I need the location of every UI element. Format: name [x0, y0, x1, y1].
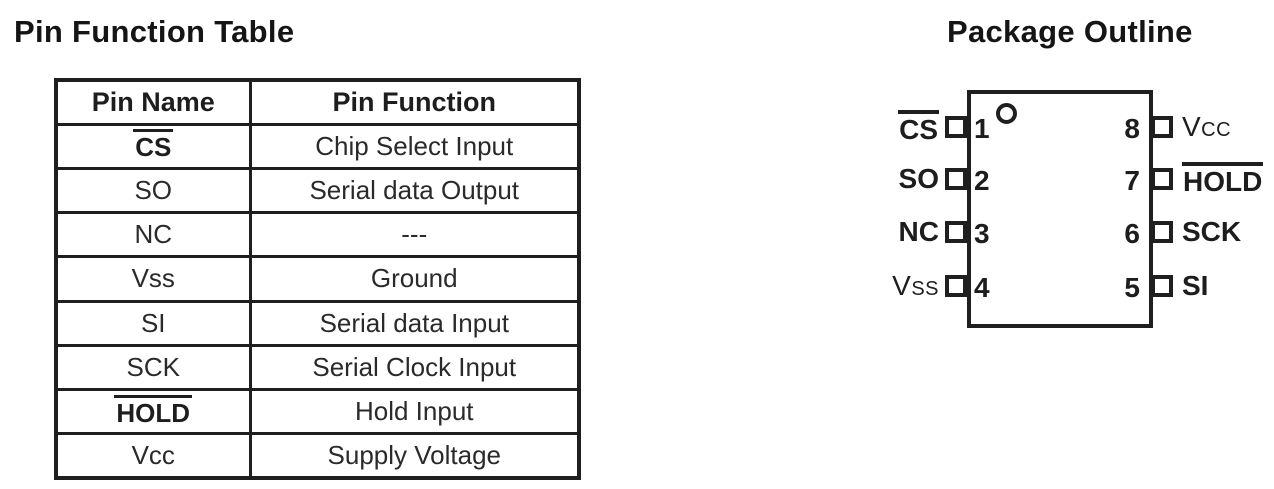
pin8-number: 8 [1124, 113, 1140, 144]
pin-function-cell: Supply Voltage [248, 432, 581, 480]
package-outline-title: Package Outline [947, 14, 1193, 49]
pin-label-vcc: Vcc [1182, 111, 1232, 142]
pin6-number: 6 [1124, 218, 1140, 249]
pin-name: CS [133, 129, 174, 161]
pin-label-sck: SCK [1182, 216, 1242, 247]
table-row-si: SI Serial data Input [54, 299, 581, 347]
pin6-label-wrap: SCK [1182, 215, 1274, 249]
pin-name-header: Pin Name [54, 78, 252, 126]
pin1-label-wrap: CS [818, 109, 939, 144]
pin-name: SI [140, 307, 166, 338]
pin7-label-wrap: HOLD [1182, 161, 1274, 196]
pin1-number: 1 [974, 113, 990, 144]
pin-function-header: Pin Function [248, 78, 581, 126]
pin2-square [945, 168, 967, 190]
pin-label-cs: CS [898, 109, 939, 144]
pin4-square [945, 275, 967, 297]
table-row-hold: HOLD Hold Input [54, 387, 581, 436]
pin3-square [945, 221, 967, 243]
pin3-label-wrap: NC [818, 215, 939, 249]
pin-function-cell: Hold Input [248, 387, 581, 436]
pin-name-cell: Vss [54, 255, 252, 303]
table-header-row: Pin Name Pin Function [54, 78, 581, 126]
pin-name-cell: SO [54, 166, 252, 215]
pin-name: SCK [126, 351, 180, 382]
pin7-number: 7 [1124, 165, 1140, 196]
pin-function-table: Pin Name Pin Function CS Chip Select Inp… [54, 78, 581, 480]
pin-name: NC [134, 219, 173, 250]
pin7-square [1151, 168, 1173, 190]
pin-name: Vcc [131, 440, 175, 471]
pin-function-cell: Serial Clock Input [248, 343, 581, 392]
pin-function-cell: Ground [248, 255, 581, 303]
pin-name-cell: SCK [54, 343, 252, 392]
pin-label-nc: NC [898, 216, 939, 247]
pin-label-si: SI [1182, 270, 1209, 301]
pin6-square [1151, 221, 1173, 243]
pin-name: HOLD [114, 394, 193, 427]
pin-name-cell: NC [54, 210, 252, 259]
table-row-cs: CS Chip Select Input [54, 122, 581, 170]
pin4-label-wrap: Vss [818, 269, 939, 303]
pin-name-cell: SI [54, 299, 252, 347]
pin-name: Vss [131, 263, 175, 294]
pin-label-vss: Vss [892, 270, 939, 301]
pin5-square [1151, 275, 1173, 297]
table-row-vss: Vss Ground [54, 255, 581, 303]
table-row-sck: SCK Serial Clock Input [54, 343, 581, 392]
pin-name-cell: CS [54, 122, 252, 170]
pin5-label-wrap: SI [1182, 269, 1274, 303]
pin4-number: 4 [974, 272, 990, 303]
table-row-so: SO Serial data Output [54, 166, 581, 215]
pin-label-so: SO [898, 163, 939, 194]
pin-label-hold: HOLD [1182, 161, 1264, 196]
pin-function-cell: Chip Select Input [248, 122, 581, 170]
pin8-square [1151, 116, 1173, 138]
pin5-number: 5 [1124, 272, 1140, 303]
chip-body [967, 90, 1153, 328]
pin-name: SO [134, 174, 173, 205]
pin1-indicator-circle [996, 103, 1017, 124]
table-row-vcc: Vcc Supply Voltage [54, 432, 581, 480]
pin2-number: 2 [974, 165, 990, 196]
pin-name-cell: HOLD [54, 387, 252, 436]
table-row-nc: NC --- [54, 210, 581, 259]
pin-name-cell: Vcc [54, 432, 252, 480]
pin2-label-wrap: SO [818, 162, 939, 196]
pin-function-cell: --- [248, 210, 581, 259]
pin1-square [945, 116, 967, 138]
pin3-number: 3 [974, 218, 990, 249]
pin-function-table-title: Pin Function Table [14, 14, 295, 49]
pin-function-cell: Serial data Input [248, 299, 581, 347]
pin-function-cell: Serial data Output [248, 166, 581, 215]
pin8-label-wrap: Vcc [1182, 110, 1274, 144]
